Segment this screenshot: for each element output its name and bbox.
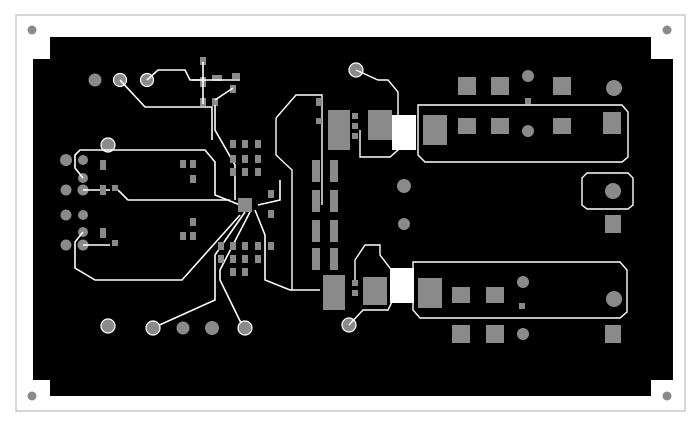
mounting-hole [662,391,672,401]
ground-pour [33,37,673,396]
mounting-holes [27,25,672,401]
output-rail-bottom [412,261,628,343]
mounting-hole [27,25,37,35]
mounting-hole [662,25,672,35]
connector [397,172,634,233]
controller-ic [145,105,320,336]
input-section [60,57,241,334]
output-rail-top [417,70,629,163]
mounting-hole [27,391,37,401]
power-stage [275,62,416,333]
